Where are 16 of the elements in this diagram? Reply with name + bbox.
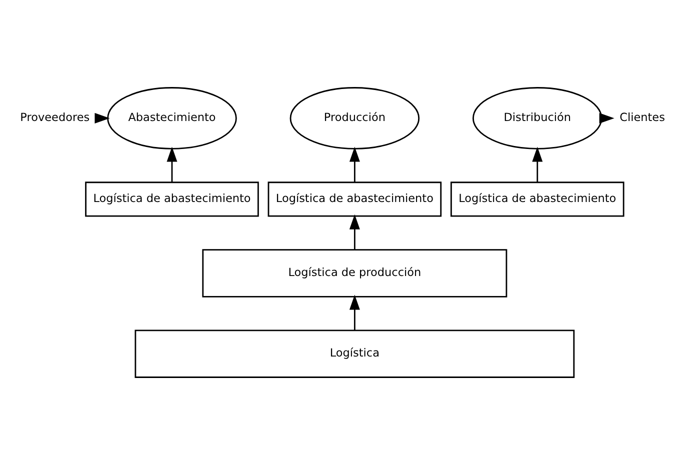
node-ellipse: Producción bbox=[290, 87, 420, 150]
node-box: Logística de producción bbox=[202, 249, 508, 298]
arrow bbox=[349, 214, 360, 250]
node-box: Logística de abastecimiento bbox=[268, 182, 442, 217]
arrow bbox=[166, 146, 178, 182]
node-text: Proveedores bbox=[20, 111, 90, 124]
arrow bbox=[599, 112, 614, 124]
node-box: Logística bbox=[134, 330, 575, 378]
arrow bbox=[94, 112, 110, 124]
arrow bbox=[349, 146, 360, 182]
node-text: Clientes bbox=[620, 111, 665, 124]
arrow bbox=[349, 294, 360, 330]
arrow bbox=[532, 146, 543, 182]
node-ellipse: Abastecimiento bbox=[107, 87, 237, 150]
node-box: Logística de abastecimiento bbox=[450, 182, 624, 217]
node-box: Logística de abastecimiento bbox=[85, 182, 259, 217]
